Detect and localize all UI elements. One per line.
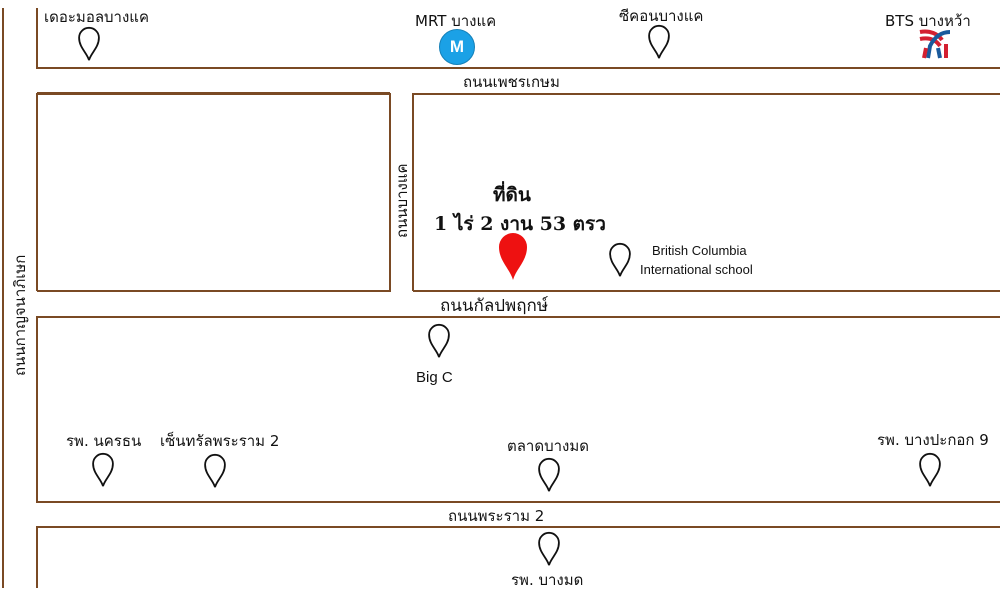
landmark-label-bts: BTS บางหว้า	[885, 12, 971, 30]
map-pin-icon[interactable]	[536, 457, 562, 493]
landmark-label-british-school-line2: International school	[640, 262, 753, 277]
map-pin-icon[interactable]	[607, 242, 633, 278]
block-middle-left	[36, 93, 391, 292]
map-pin-icon[interactable]	[536, 531, 562, 567]
landmark-label-central-rama2: เซ็นทรัลพระราม 2	[160, 432, 280, 450]
map-pin-icon[interactable]	[202, 453, 228, 489]
block-middle-right	[412, 93, 1000, 291]
map-pin-icon[interactable]	[646, 24, 672, 60]
block-top	[36, 8, 1000, 69]
road-label-kanlapaphruek: ถนนกัลปพฤกษ์	[440, 296, 549, 316]
landmark-label-big-c: Big C	[416, 369, 453, 386]
road-label-rama2: ถนนพระราม 2	[448, 507, 545, 525]
red-map-pin-icon[interactable]	[497, 231, 529, 281]
map-pin-icon[interactable]	[90, 452, 116, 488]
landmark-label-seacon: ซีคอนบางแค	[619, 7, 704, 25]
target-title: ที่ดิน	[493, 184, 531, 206]
mrt-logo-icon[interactable]: M	[439, 29, 475, 65]
target-area: 1 ไร่ 2 งาน 53 ตรว	[434, 213, 606, 235]
block-lower	[36, 316, 1000, 503]
landmark-label-bang-mod-market: ตลาดบางมด	[507, 437, 589, 455]
road-label-kanchanaphisek: ถนนกาญจนาภิเษก	[11, 254, 29, 376]
bts-logo-icon[interactable]	[918, 26, 952, 60]
landmark-label-bang-mod-hospital: รพ. บางมด	[511, 571, 584, 589]
landmark-label-mrt: MRT บางแค	[415, 12, 497, 30]
map-pin-icon[interactable]	[76, 26, 102, 62]
block-bottom	[36, 526, 1000, 588]
landmark-label-bangpakok9: รพ. บางปะกอก 9	[877, 431, 989, 449]
map-pin-icon[interactable]	[426, 323, 452, 359]
map-pin-icon[interactable]	[917, 452, 943, 488]
road-label-bang-khae: ถนนบางแค	[393, 163, 411, 238]
landmark-label-british-school-line1: British Columbia	[652, 243, 747, 258]
road-label-phetkasem: ถนนเพชรเกษม	[463, 73, 560, 91]
landmark-label-nakorn-thon: รพ. นครธน	[66, 432, 142, 450]
landmark-label-the-mall: เดอะมอลบางแค	[44, 8, 149, 26]
